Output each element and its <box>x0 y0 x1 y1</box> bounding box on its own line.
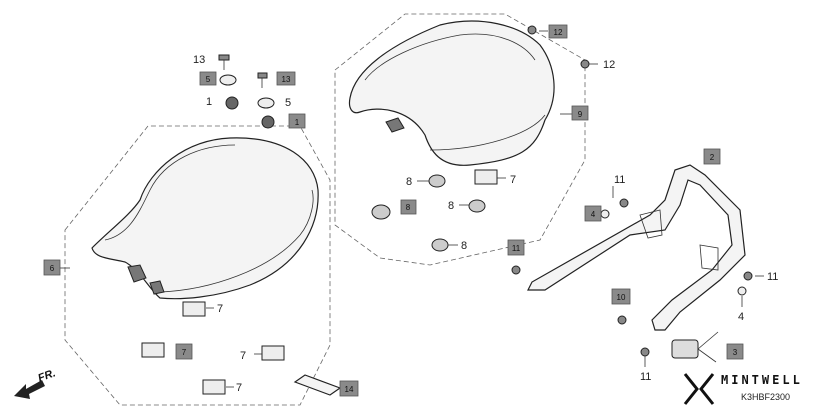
callout-8-plain-c: 8 <box>461 240 467 252</box>
callout-8-plain-a: 8 <box>406 176 412 188</box>
callout-13-boxed: 13 <box>276 71 296 86</box>
washer-5-right <box>257 97 275 109</box>
callout-7-plain-a: 7 <box>510 174 516 186</box>
washer-5-top <box>219 74 237 86</box>
callout-2-boxed: 2 <box>703 148 721 165</box>
svg-text:4: 4 <box>591 210 596 219</box>
callout-14-boxed: 14 <box>339 380 359 397</box>
bolt-11-top <box>619 198 629 208</box>
seat-lock <box>671 331 719 363</box>
brand-block: MINTWELL K3HBF2300 <box>683 372 813 408</box>
svg-text:13: 13 <box>282 75 291 84</box>
clip-7-b <box>141 342 165 358</box>
svg-text:14: 14 <box>345 385 354 394</box>
washer-4-right <box>737 286 747 296</box>
callout-7-boxed: 7 <box>175 343 193 360</box>
svg-text:9: 9 <box>578 110 583 119</box>
brand-name: MINTWELL <box>721 373 803 387</box>
pillion-seat <box>348 20 555 166</box>
strap-14 <box>293 374 342 396</box>
rider-seat <box>91 137 319 300</box>
bolt-11-bottom <box>640 347 650 357</box>
nut-1-left <box>225 96 239 110</box>
callout-7-plain-c: 7 <box>240 350 246 362</box>
rear-seat-group-outline <box>334 13 586 266</box>
callout-7-plain-d: 7 <box>236 382 242 394</box>
direction-arrow-icon <box>14 380 45 399</box>
cushion-8-c <box>468 199 486 213</box>
callout-12-boxed: 12 <box>548 24 568 39</box>
svg-text:5: 5 <box>206 75 211 84</box>
callout-11-plain-a: 11 <box>614 174 625 186</box>
bolt-11-left <box>511 265 521 275</box>
callout-1-boxed: 1 <box>288 113 306 129</box>
screw-12-right <box>580 59 590 69</box>
washer-4-left <box>600 209 610 219</box>
clip-7-c <box>261 345 285 361</box>
grab-rail <box>527 164 746 331</box>
clip-7-a <box>182 301 206 317</box>
callout-10-boxed: 10 <box>611 288 631 305</box>
cushion-8-a <box>428 174 446 188</box>
clip-7-rear <box>474 169 498 185</box>
callout-8-boxed: 8 <box>400 199 417 215</box>
svg-text:7: 7 <box>182 348 187 357</box>
bolt-11-right <box>743 271 753 281</box>
callout-5-boxed: 5 <box>199 71 217 86</box>
callout-12-plain: 12 <box>603 59 615 71</box>
bolt-13-top <box>218 54 230 70</box>
callout-11-plain-c: 11 <box>640 371 651 383</box>
screw-12-top <box>527 25 537 35</box>
svg-text:11: 11 <box>512 244 521 253</box>
callout-4-plain: 4 <box>738 311 744 323</box>
callout-1-plain: 1 <box>206 96 212 108</box>
svg-text:1: 1 <box>295 118 300 127</box>
hardware-parts <box>141 25 753 396</box>
callout-5-plain: 5 <box>285 97 291 109</box>
callout-11-plain-b: 11 <box>767 271 778 283</box>
svg-text:10: 10 <box>617 293 626 302</box>
callout-6-boxed: 6 <box>43 259 61 276</box>
bolt-10 <box>617 315 627 325</box>
callout-11-boxed: 11 <box>507 239 525 256</box>
svg-text:6: 6 <box>50 264 55 273</box>
callout-9-boxed: 9 <box>571 105 589 121</box>
svg-text:12: 12 <box>554 28 563 37</box>
callout-8-plain-b: 8 <box>448 200 454 212</box>
svg-text:2: 2 <box>710 153 715 162</box>
callout-7-plain-b: 7 <box>217 303 223 315</box>
front-direction-indicator: FR. <box>12 366 72 400</box>
bolt-13-right <box>257 72 268 88</box>
svg-text:3: 3 <box>733 348 738 357</box>
cushion-8-b <box>371 204 391 220</box>
callout-4-boxed: 4 <box>584 205 602 222</box>
nut-1-right <box>261 115 275 129</box>
mintwell-logo-icon <box>683 373 715 405</box>
callout-13-plain: 13 <box>193 54 205 66</box>
svg-text:8: 8 <box>406 203 411 212</box>
drawing-code: K3HBF2300 <box>741 392 791 402</box>
callout-3-boxed: 3 <box>726 343 744 360</box>
cushion-8-d <box>431 238 449 252</box>
clip-7-d <box>202 379 226 395</box>
